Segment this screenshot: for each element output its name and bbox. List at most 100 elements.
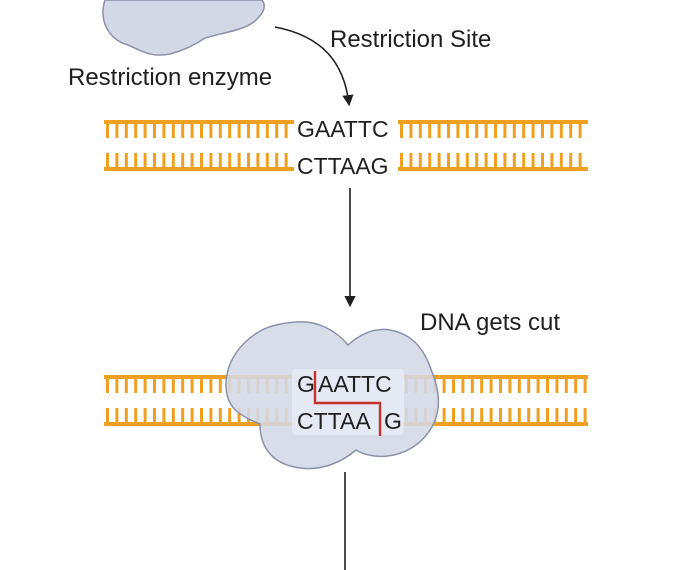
dna-rung — [437, 124, 441, 138]
dna-rung — [275, 153, 279, 167]
dna-rung — [578, 124, 582, 138]
dna-rung — [574, 408, 578, 422]
dna-rung — [134, 408, 138, 422]
dna-rung — [181, 153, 185, 167]
dna-rung — [265, 124, 269, 138]
dna-rung — [437, 153, 441, 167]
dna-rung — [400, 124, 403, 138]
dna-rung — [503, 124, 507, 138]
dna-rung — [190, 379, 194, 393]
dna-rung — [522, 153, 526, 167]
dna-rung — [200, 153, 203, 167]
dna-rung — [428, 153, 432, 167]
dna-rung — [499, 408, 502, 422]
dna-rung — [489, 379, 493, 393]
dna-rung — [228, 408, 232, 422]
dna-rung — [480, 379, 484, 393]
dna-rung — [228, 124, 232, 138]
dna-rung — [442, 408, 446, 422]
dna-rung — [494, 124, 497, 138]
dna-rung — [237, 408, 241, 422]
dna-rung — [124, 153, 128, 167]
dna-rung — [465, 153, 469, 167]
dna-rung — [484, 153, 488, 167]
dna-rung — [218, 124, 222, 138]
dna-rung — [512, 124, 516, 138]
dna-rung — [564, 408, 568, 422]
dna-rung — [153, 153, 156, 167]
dna-rung — [475, 124, 479, 138]
dna-rung — [470, 408, 474, 422]
dna-rung — [153, 379, 156, 393]
cut-line — [313, 371, 382, 436]
dna-rung — [162, 153, 166, 167]
dna-rung — [536, 408, 540, 422]
dna-rung — [452, 379, 455, 393]
dna-rung — [190, 124, 194, 138]
dna-rung — [115, 408, 119, 422]
dna-rung — [400, 153, 403, 167]
dna-rung — [550, 124, 554, 138]
dna-rung — [517, 379, 521, 393]
dna-rung — [162, 379, 166, 393]
dna-rung — [522, 124, 526, 138]
cut-upper-right: AATTC — [318, 371, 392, 397]
dna-rung — [531, 153, 535, 167]
dna-rung — [124, 124, 128, 138]
dna-rung — [209, 124, 213, 138]
dna-rung — [162, 124, 166, 138]
dna-rung — [489, 408, 493, 422]
dna-rung — [555, 379, 559, 393]
dna-rung — [181, 379, 185, 393]
dna-rung — [555, 408, 559, 422]
dna-rung — [465, 124, 469, 138]
dna-rung — [418, 124, 422, 138]
dna-rung — [153, 124, 156, 138]
dna-rung — [559, 124, 563, 138]
dna-rung — [171, 408, 175, 422]
dna-rung — [574, 379, 578, 393]
cut-lower-left: CTTAA — [297, 408, 371, 434]
dna-rung — [583, 408, 587, 422]
dna-rung — [256, 124, 260, 138]
dna-rung — [218, 379, 222, 393]
dna-rung — [508, 379, 512, 393]
dna-rung — [115, 153, 119, 167]
dna-rung — [134, 153, 138, 167]
dna-rung — [569, 124, 573, 138]
dna-rung — [181, 408, 185, 422]
dna-rung — [583, 379, 587, 393]
dna-rung — [124, 408, 128, 422]
cut-lower-right: G — [384, 408, 402, 434]
dna-rung — [527, 408, 531, 422]
dna-rung — [209, 153, 213, 167]
dna-rung — [442, 379, 446, 393]
dna-rung — [209, 408, 213, 422]
dna-rung — [190, 153, 194, 167]
dna-rung — [512, 153, 516, 167]
dna-gets-cut-label: DNA gets cut — [420, 309, 560, 336]
dna-rung — [484, 124, 488, 138]
dna-rung — [546, 379, 549, 393]
dna-rung — [578, 153, 582, 167]
dna-rung — [190, 408, 194, 422]
dna-rung — [499, 379, 502, 393]
dna-rung — [461, 379, 465, 393]
dna-rung — [124, 379, 128, 393]
dna-rung — [143, 379, 147, 393]
dna-rung — [228, 153, 232, 167]
dna-rung — [218, 153, 222, 167]
restriction-enzyme-label: Restriction enzyme — [68, 64, 272, 91]
dna-rung — [134, 124, 138, 138]
dna-rung — [106, 379, 109, 393]
top-enzyme-shape — [102, 0, 265, 56]
dna-rung — [503, 153, 507, 167]
dna-rung — [153, 408, 156, 422]
dna-rung — [494, 153, 497, 167]
dna-rung — [237, 153, 241, 167]
dna-rung — [447, 124, 450, 138]
dna-rung — [284, 124, 288, 138]
dna-rung — [218, 408, 222, 422]
dna-rung — [247, 124, 250, 138]
dna-rung — [115, 379, 119, 393]
